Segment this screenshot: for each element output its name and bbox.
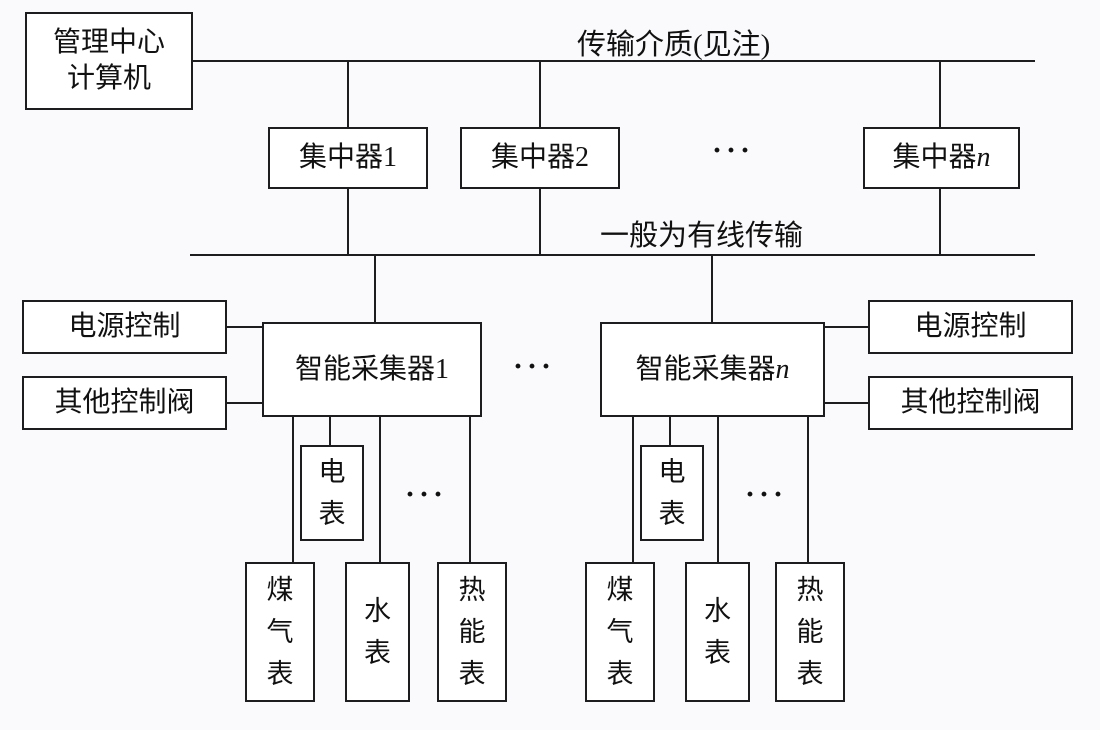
gas-meter-right-box: 煤气表 bbox=[585, 562, 655, 702]
top-bus-line bbox=[193, 60, 1035, 62]
concentrator-n-box: 集中器n bbox=[863, 127, 1020, 189]
collector-1-box: 智能采集器1 bbox=[262, 322, 482, 417]
wired-bus-line bbox=[190, 254, 1035, 256]
power-control-right-box: 电源控制 bbox=[868, 300, 1073, 354]
side-connector-line bbox=[227, 402, 262, 404]
meter-drop-line bbox=[807, 417, 809, 562]
concentrator-ellipsis: ··· bbox=[712, 134, 755, 167]
heat-meter-left-box: 热能表 bbox=[437, 562, 507, 702]
water-meter-right-label: 水表 bbox=[704, 596, 731, 668]
bus-drop-line bbox=[939, 62, 941, 127]
management-center-label: 管理中心 计算机 bbox=[52, 27, 165, 94]
management-center-box: 管理中心 计算机 bbox=[25, 12, 193, 110]
power-control-left-box: 电源控制 bbox=[22, 300, 227, 354]
heat-meter-right-box: 热能表 bbox=[775, 562, 845, 702]
side-connector-line bbox=[825, 402, 868, 404]
meter-ellipsis-left: ··· bbox=[405, 478, 448, 511]
meter-ellipsis-right: ··· bbox=[745, 478, 788, 511]
gas-meter-left-box: 煤气表 bbox=[245, 562, 315, 702]
collector-ellipsis: ··· bbox=[513, 350, 556, 383]
meter-drop-line bbox=[379, 417, 381, 562]
water-meter-left-box: 水表 bbox=[345, 562, 410, 702]
collector-1-label: 智能采集器1 bbox=[294, 353, 449, 385]
heat-meter-right-label: 热能表 bbox=[796, 575, 824, 689]
electric-meter-left-label: 电表 bbox=[318, 457, 346, 529]
meter-drop-line bbox=[292, 417, 294, 562]
bus-drop-line bbox=[347, 62, 349, 127]
meter-drop-line bbox=[669, 417, 671, 445]
concentrator-drop-line bbox=[539, 189, 541, 255]
collector-n-label: 智能采集器n bbox=[635, 353, 790, 385]
concentrator-2-box: 集中器2 bbox=[460, 127, 620, 189]
concentrator-drop-line bbox=[347, 189, 349, 255]
concentrator-1-box: 集中器1 bbox=[268, 127, 428, 189]
meter-drop-line bbox=[329, 417, 331, 445]
gas-meter-left-label: 煤气表 bbox=[266, 575, 294, 689]
heat-meter-left-label: 热能表 bbox=[458, 575, 486, 689]
other-valve-right-box: 其他控制阀 bbox=[868, 376, 1073, 430]
concentrator-drop-line bbox=[939, 189, 941, 255]
meter-drop-line bbox=[469, 417, 471, 562]
bus-drop-line bbox=[539, 62, 541, 127]
collector-drop-line bbox=[374, 256, 376, 322]
collector-n-box: 智能采集器n bbox=[600, 322, 825, 417]
meter-drop-line bbox=[717, 417, 719, 562]
concentrator-1-label: 集中器1 bbox=[298, 142, 397, 173]
other-valve-left-label: 其他控制阀 bbox=[54, 387, 195, 418]
power-control-left-label: 电源控制 bbox=[68, 311, 181, 342]
other-valve-right-label: 其他控制阀 bbox=[900, 387, 1041, 418]
side-connector-line bbox=[825, 326, 868, 328]
collector-drop-line bbox=[711, 256, 713, 322]
top-bus-label: 传输介质(见注) bbox=[577, 29, 771, 61]
side-connector-line bbox=[227, 326, 262, 328]
gas-meter-right-label: 煤气表 bbox=[606, 575, 634, 689]
electric-meter-right-label: 电表 bbox=[658, 457, 686, 529]
electric-meter-right-box: 电表 bbox=[640, 445, 704, 541]
wired-bus-label: 一般为有线传输 bbox=[600, 220, 804, 252]
concentrator-n-label: 集中器n bbox=[892, 142, 991, 173]
meter-drop-line bbox=[632, 417, 634, 562]
other-valve-left-box: 其他控制阀 bbox=[22, 376, 227, 430]
water-meter-right-box: 水表 bbox=[685, 562, 750, 702]
electric-meter-left-box: 电表 bbox=[300, 445, 364, 541]
water-meter-left-label: 水表 bbox=[364, 596, 391, 668]
power-control-right-label: 电源控制 bbox=[914, 311, 1027, 342]
concentrator-2-label: 集中器2 bbox=[490, 142, 589, 173]
